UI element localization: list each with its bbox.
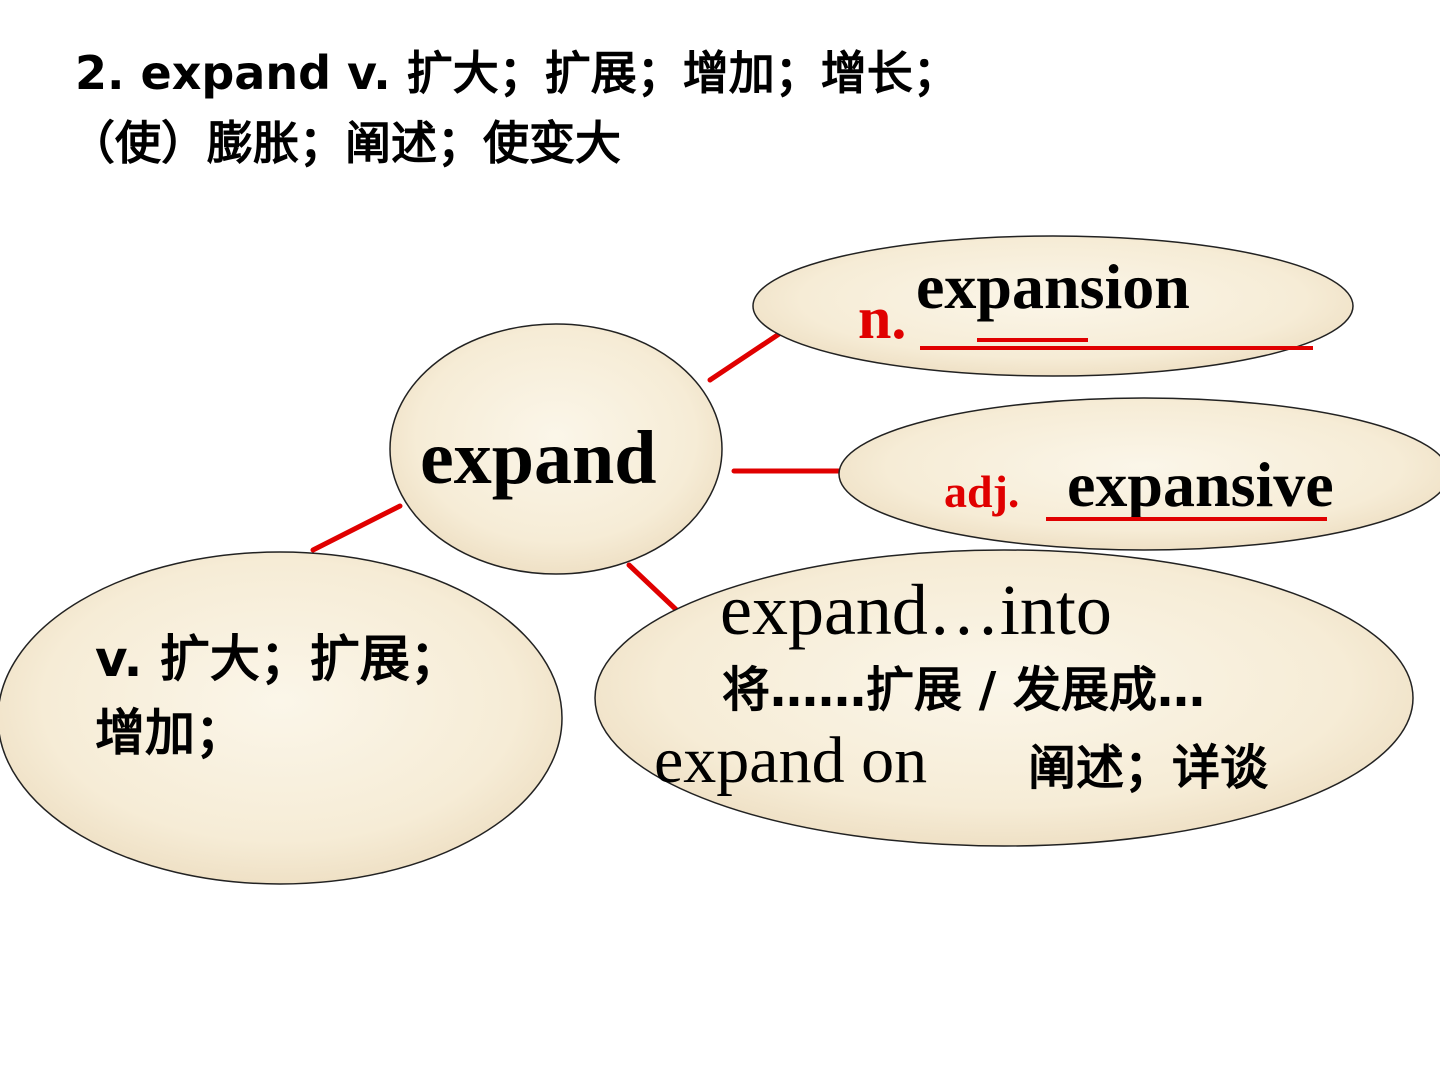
adj-bubble (838, 397, 1440, 551)
phrase-node: expand…into 将……扩展 / 发展成… expand on 阐述；详谈 (594, 549, 1414, 847)
adj-answer: expansive (1067, 449, 1334, 520)
verb-bubble (0, 551, 563, 885)
phrase-1-meaning: 将……扩展 / 发展成… (722, 662, 1205, 718)
center-node: expand (389, 323, 723, 575)
heading-line-2: （使）膨胀；阐述；使变大 (69, 116, 621, 170)
noun-answer: expansion (916, 251, 1190, 322)
adj-pos-label: adj. (944, 466, 1019, 517)
slide-heading: 2. expand v. 扩大；扩展；增加；增长； （使）膨胀；阐述；使变大 (69, 38, 1375, 178)
center-word: expand (420, 416, 657, 500)
verb-meaning-line-1: v. 扩大；扩展； (95, 630, 460, 688)
verb-meaning-line-2: 增加； (95, 704, 245, 762)
noun-node: n. expansion (752, 235, 1354, 377)
phrase-bubble (594, 549, 1414, 847)
noun-bubble (752, 235, 1354, 377)
connector-verb (310, 503, 403, 553)
phrase-2-meaning: 阐述；详谈 (1028, 740, 1269, 796)
verb-node: v. 扩大；扩展； 增加； (0, 551, 563, 885)
center-bubble (389, 323, 723, 575)
adj-node: adj. expansive (838, 397, 1440, 551)
heading-line-1: 2. expand v. 扩大；扩展；增加；增长； (75, 46, 959, 100)
phrase-1: expand…into (720, 570, 1112, 650)
noun-pos-label: n. (858, 285, 906, 351)
phrase-2: expand on (654, 724, 927, 797)
